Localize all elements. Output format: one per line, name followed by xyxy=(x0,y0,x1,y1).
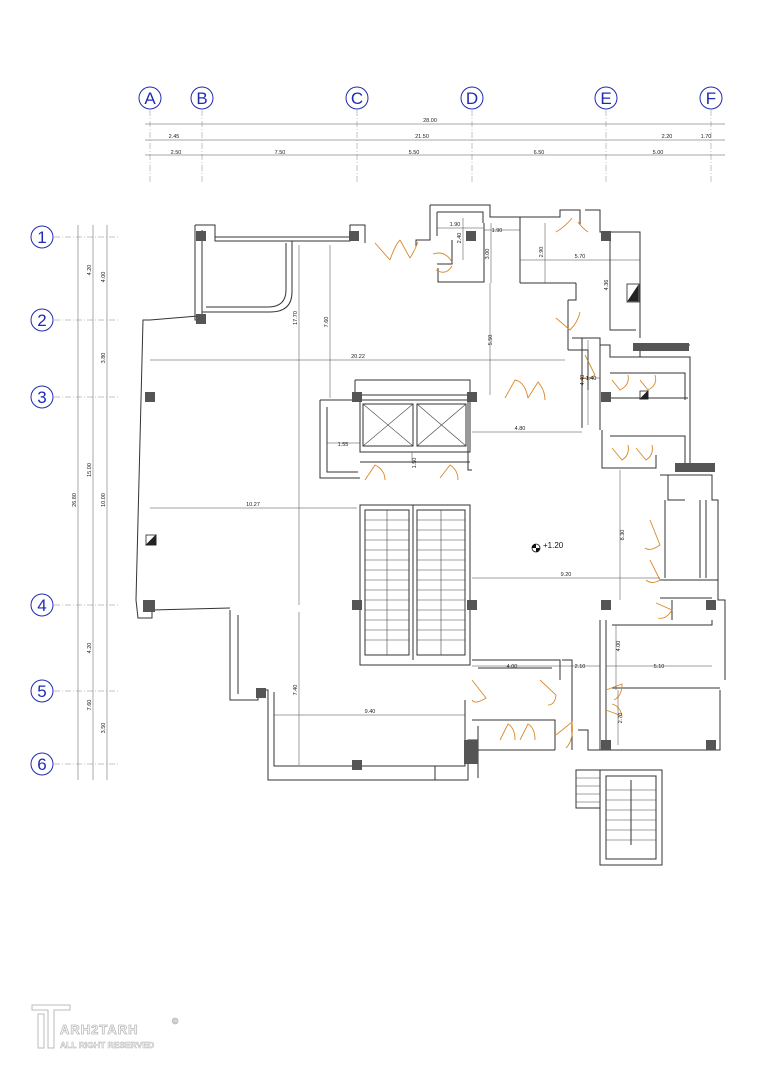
dim-top-2-50: 2.50 xyxy=(171,150,182,156)
dim-left-4-20a: 4.20 xyxy=(87,265,93,276)
axis-label-e: E xyxy=(600,89,611,108)
left-dimension-lines xyxy=(77,225,108,780)
dim-top-21-50: 21.50 xyxy=(415,134,429,140)
dim-2-40: 2.40 xyxy=(457,233,463,244)
top-dimension-lines xyxy=(145,123,725,156)
dim-top-2-45: 2.45 xyxy=(169,134,180,140)
interior-dimension-lines xyxy=(150,218,712,765)
axis-label-6: 6 xyxy=(37,755,46,774)
axis-label-2: 2 xyxy=(37,311,46,330)
axis-label-b: B xyxy=(196,89,207,108)
dim-4-00b: 4.00 xyxy=(616,641,622,652)
dim-8-30: 8.30 xyxy=(620,530,626,541)
dim-17-70: 17.70 xyxy=(293,311,299,325)
dim-left-4-00: 4.00 xyxy=(101,272,107,283)
arh2tarh-logo: ARH2TARH ALL RIGHT RESERVED © xyxy=(31,1004,179,1050)
shaft-symbols xyxy=(145,283,649,546)
dim-1-40: 1.40 xyxy=(586,376,597,382)
dim-4-00a: 4.00 xyxy=(507,664,518,670)
dim-2-90: 2.90 xyxy=(539,247,545,258)
dim-4-36: 4.36 xyxy=(604,280,610,291)
dim-left-3-50: 3.50 xyxy=(101,723,107,734)
dim-9-40: 9.40 xyxy=(365,709,376,715)
dim-1-90a: 1.90 xyxy=(450,222,461,228)
axis-label-1: 1 xyxy=(37,228,46,247)
axis-label-4: 4 xyxy=(37,596,46,615)
walls xyxy=(135,204,726,866)
door-swings xyxy=(364,217,673,749)
dim-left-3-80: 3.80 xyxy=(101,353,107,364)
row-grid-axes xyxy=(30,225,54,776)
elevator-shafts xyxy=(362,403,467,447)
dim-top-5-00: 5.00 xyxy=(653,150,664,156)
dim-9-20: 9.20 xyxy=(561,572,572,578)
dim-7-60: 7.60 xyxy=(324,317,330,328)
dim-4-40: 4.40 xyxy=(580,375,586,386)
axis-label-5: 5 xyxy=(37,682,46,701)
dim-top-total: 28.00 xyxy=(423,118,437,124)
dim-left-10-00: 10.00 xyxy=(101,493,107,507)
structural-columns xyxy=(143,231,716,770)
dim-2-10: 2.10 xyxy=(575,664,586,670)
dim-top-7-50: 7.50 xyxy=(275,150,286,156)
dim-20-22: 20.22 xyxy=(351,354,365,360)
axis-label-f: F xyxy=(706,89,716,108)
dim-5-50: 5.50 xyxy=(488,335,494,346)
axis-label-a: A xyxy=(144,89,156,108)
column-grid-lines xyxy=(149,110,712,182)
dim-top-6-50: 6.50 xyxy=(534,150,545,156)
axis-label-d: D xyxy=(466,89,478,108)
logo-name: ARH2TARH xyxy=(60,1022,139,1037)
dim-5-10: 5.10 xyxy=(654,664,665,670)
dim-1-90b: 1.90 xyxy=(492,228,503,234)
dim-left-total: 26.80 xyxy=(72,493,78,507)
dim-1-55: 1.55 xyxy=(338,442,349,448)
level-marker-icon xyxy=(531,543,541,553)
dim-2-70: 2.70 xyxy=(618,713,624,724)
logo-tagline: ALL RIGHT RESERVED xyxy=(60,1040,154,1050)
dim-top-1-70: 1.70 xyxy=(701,134,712,140)
dim-10-27: 10.27 xyxy=(246,502,260,508)
logo-copyright-mark: © xyxy=(172,1016,179,1026)
level-marker-label: +1.20 xyxy=(543,541,564,550)
axis-label-c: C xyxy=(351,89,363,108)
dim-7-40: 7.40 xyxy=(293,685,299,696)
column-grid-axes xyxy=(138,86,723,110)
dim-4-80: 4.80 xyxy=(515,426,526,432)
dim-top-2-20: 2.20 xyxy=(662,134,673,140)
dim-left-7-60: 7.60 xyxy=(87,700,93,711)
dim-1-50: 1.50 xyxy=(412,458,418,469)
dim-top-5-50: 5.50 xyxy=(409,150,420,156)
dim-left-4-20b: 4.20 xyxy=(87,643,93,654)
dim-5-70: 5.70 xyxy=(575,254,586,260)
stair-treads xyxy=(365,510,656,841)
dim-3-00: 3.00 xyxy=(485,249,491,260)
dim-left-15-00: 15.00 xyxy=(87,463,93,477)
axis-label-3: 3 xyxy=(37,388,46,407)
row-grid-lines xyxy=(54,236,120,765)
